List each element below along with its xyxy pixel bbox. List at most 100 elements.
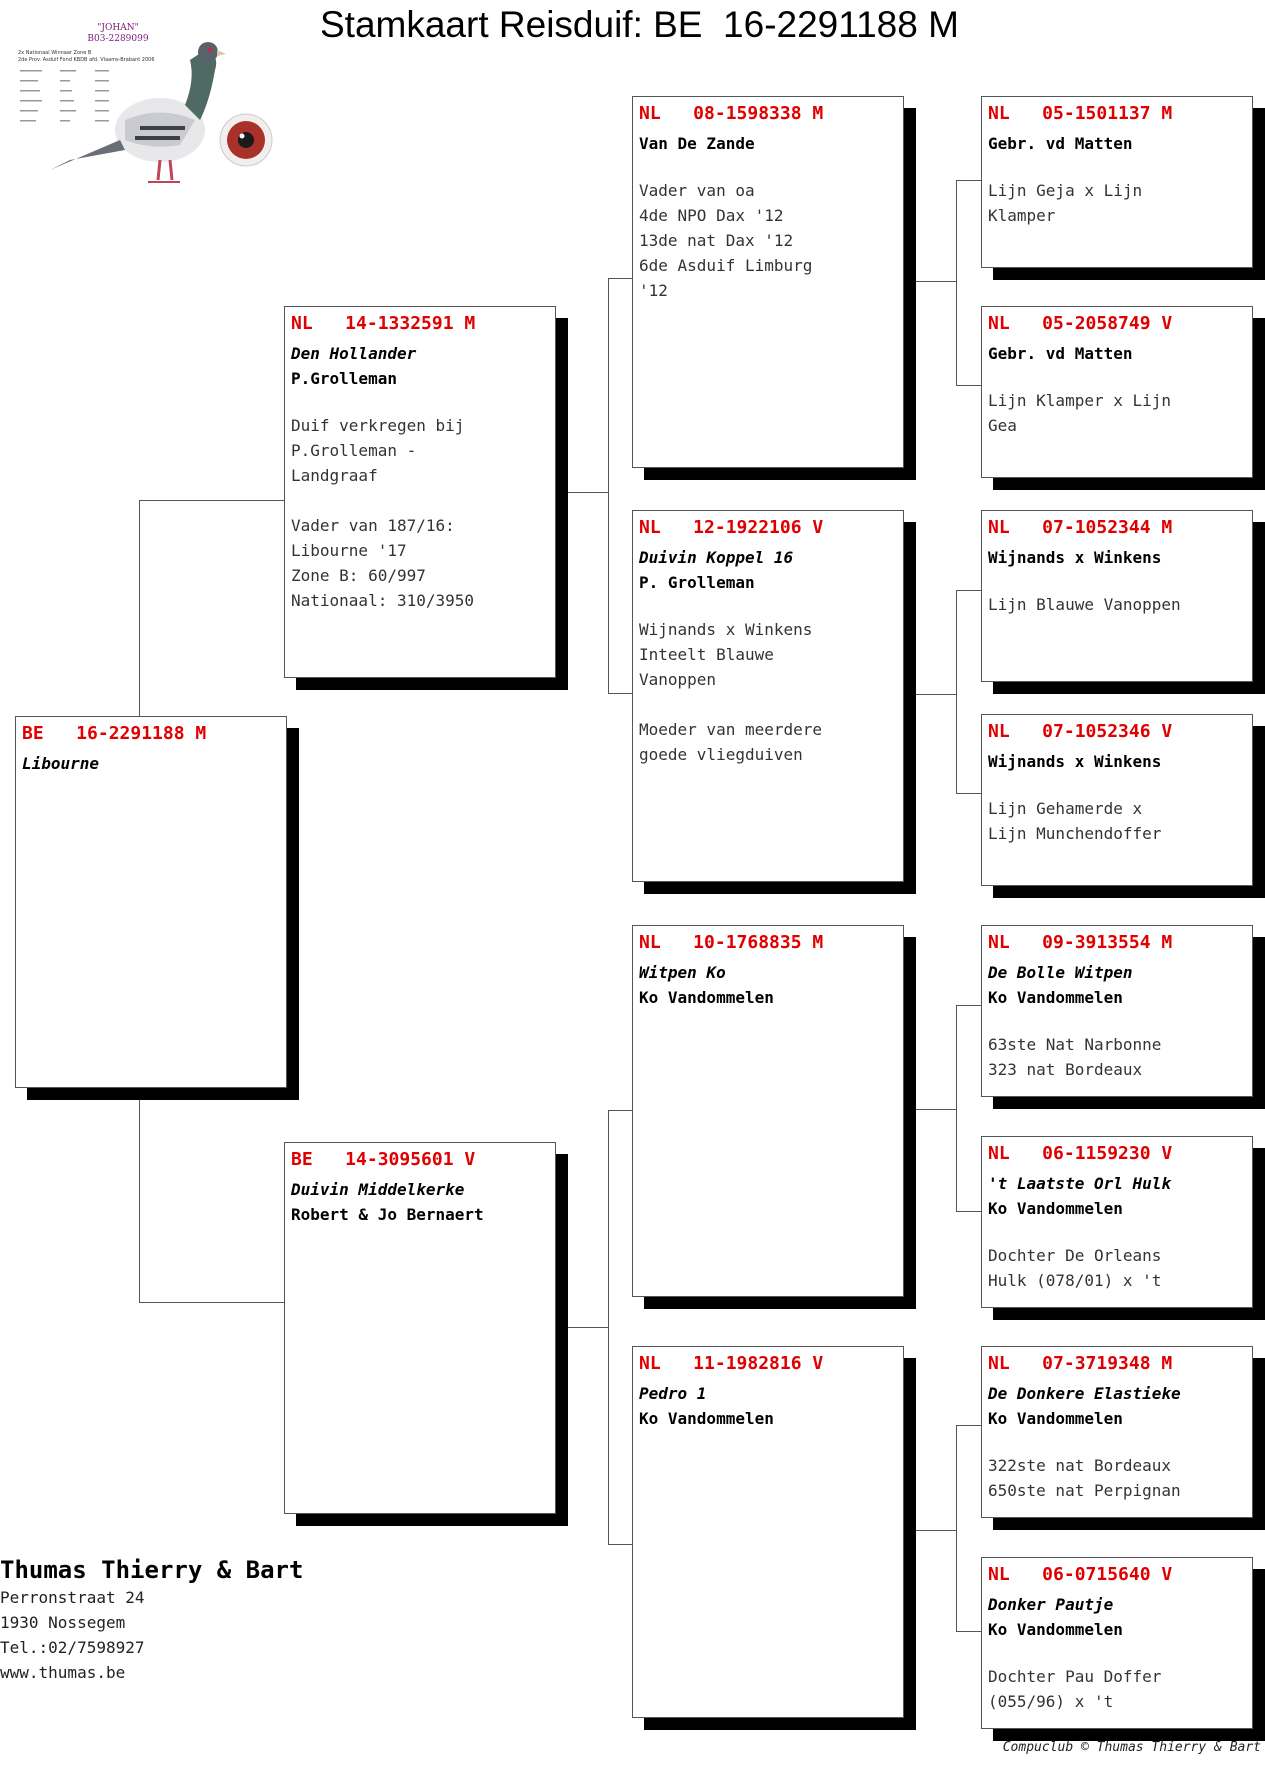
owner-name: Thumas Thierry & Bart [0, 1556, 304, 1584]
note-line: Inteelt Blauwe [639, 645, 774, 664]
note-line: Lijn Geja x Lijn [988, 181, 1143, 200]
connector [916, 1109, 956, 1110]
note-line: Lijn Blauwe Vanoppen [988, 595, 1181, 614]
pedigree-notes: Vader van oa 4de NPO Dax '12 13de nat Dax … [639, 178, 897, 303]
photo-caption-2: 2de Prov. Asduif Fond KBDB afd. Vlaams-B… [18, 57, 155, 63]
breeder-name: Wijnands x Winkens [988, 752, 1162, 771]
pedigree-notes: Dochter Pau Doffer(055/96) x 't [988, 1664, 1246, 1714]
ring-number: NL 06-0715640 V [988, 1564, 1173, 1585]
pigeon-name: 't Laatste Orl Hulk [988, 1174, 1172, 1193]
breeder-name: P. Grolleman [639, 573, 755, 592]
note-line: Vanoppen [639, 670, 717, 689]
note-line: Nationaal: 310/3950 [291, 591, 475, 610]
breeder-name: Gebr. vd Matten [988, 344, 1133, 363]
note-line: '12 [639, 281, 668, 300]
note-line: Moeder van meerdere [639, 720, 823, 739]
connector [608, 1110, 632, 1111]
ring-number: NL 09-3913554 M [988, 932, 1173, 953]
note-line: Gea [988, 416, 1017, 435]
pigeon-photo: "JOHAN" B03-2289099 2x Nationaal Winnaar… [10, 10, 280, 210]
connector [566, 1327, 608, 1328]
note-line: (055/96) x 't [988, 1692, 1114, 1711]
connector [956, 180, 981, 181]
owner-city: 1930 Nossegem [0, 1613, 126, 1632]
pedigree-notes: Lijn Blauwe Vanoppen [988, 592, 1246, 617]
note-line: Duif verkregen bij [291, 416, 465, 435]
ring-number: NL 07-1052346 V [988, 721, 1173, 742]
connector [916, 694, 956, 695]
breeder-name: Ko Vandommelen [639, 988, 774, 1007]
note-line: 650ste nat Perpignan [988, 1481, 1181, 1500]
ring-number: NL 05-1501137 M [988, 103, 1173, 124]
connector [139, 500, 284, 501]
connector [956, 1425, 981, 1426]
connector [566, 492, 608, 493]
pigeon-name: Donker Pautje [988, 1595, 1114, 1614]
pigeon-name: Duivin Koppel 16 [639, 548, 794, 567]
note-line: Hulk (078/01) x 't [988, 1271, 1162, 1290]
connector [956, 1425, 957, 1631]
connector [956, 793, 981, 794]
breeder-name: Ko Vandommelen [988, 988, 1123, 1007]
ring-number: NL 14-1332591 M [291, 313, 476, 334]
pigeon-name: Den Hollander [291, 344, 417, 363]
note-line: 13de nat Dax '12 [639, 231, 794, 250]
note-line: 4de NPO Dax '12 [639, 206, 784, 225]
ring-number: NL 10-1768835 M [639, 932, 824, 953]
photo-caption-1: 2x Nationaal Winnaar Zone B [18, 50, 92, 56]
ring-number: NL 06-1159230 V [988, 1143, 1173, 1164]
ring-number: NL 08-1598338 M [639, 103, 824, 124]
ring-number: NL 07-1052344 M [988, 517, 1173, 538]
note-line [291, 488, 549, 513]
breeder-name: Ko Vandommelen [988, 1199, 1123, 1218]
ring-number: NL 05-2058749 V [988, 313, 1173, 334]
pigeon-name: De Donkere Elastieke [988, 1384, 1181, 1403]
pedigree-notes: 322ste nat Bordeaux 650ste nat Perpignan [988, 1453, 1246, 1503]
note-line: Libourne '17 [291, 541, 407, 560]
note-line: Klamper [988, 206, 1056, 225]
connector [956, 1211, 981, 1212]
ring-number: BE 14-3095601 V [291, 1149, 476, 1170]
ring-number: NL 07-3719348 M [988, 1353, 1173, 1374]
connector [608, 1110, 609, 1544]
breeder-name: Van De Zande [639, 134, 755, 153]
pigeon-name: Duivin Middelkerke [291, 1180, 465, 1199]
note-line: Vader van oa [639, 181, 755, 200]
connector [956, 1631, 981, 1632]
connector [916, 1530, 956, 1531]
note-line: Lijn Gehamerde x [988, 799, 1143, 818]
breeder-name: Ko Vandommelen [988, 1409, 1123, 1428]
breeder-name: Robert & Jo Bernaert [291, 1205, 484, 1224]
pedigree-card: NL 06-1159230 V 't Laatste Orl Hulk Ko Van… [981, 1136, 1253, 1308]
note-line: 322ste nat Bordeaux [988, 1456, 1172, 1475]
photo-bird-ring: B03-2289099 [87, 34, 148, 44]
note-line: Vader van 187/16: [291, 516, 455, 535]
connector [956, 590, 957, 793]
footer-copyright: Compuclub © Thumas Thierry & Bart [1002, 1740, 1261, 1755]
note-line: goede vliegduiven [639, 745, 803, 764]
pedigree-card: NL 09-3913554 M De Bolle Witpen Ko Vandomm… [981, 925, 1253, 1097]
connector [608, 278, 609, 693]
pigeon-name: Libourne [22, 754, 100, 773]
pigeon-name: Pedro 1 [639, 1384, 707, 1403]
note-line: 323 nat Bordeaux [988, 1060, 1143, 1079]
pigeon-name: De Bolle Witpen [988, 963, 1133, 982]
note-line: P.Grolleman - [291, 441, 417, 460]
photo-bird-name: "JOHAN" [97, 23, 139, 33]
note-line: Wijnands x Winkens [639, 620, 813, 639]
connector [608, 278, 632, 279]
owner-website: www.thumas.be [0, 1663, 126, 1682]
